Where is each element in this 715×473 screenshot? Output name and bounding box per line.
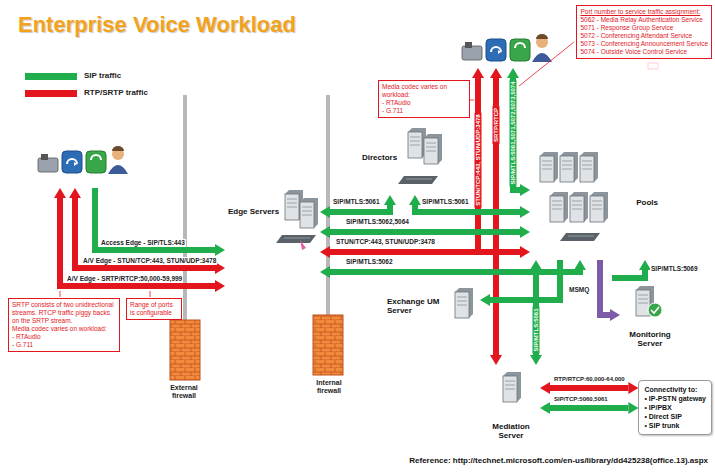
node-text: 5074 - Outside Voice Control Service — [580, 48, 708, 56]
connector-label: SIP/TCP:5060,5061 — [553, 395, 609, 403]
connector-label: SIP/MTLS:5061 — [533, 306, 540, 353]
server-node: Monitoring Server — [620, 283, 680, 348]
node-text: • IP-PSTN gateway — [644, 394, 706, 403]
connector-label: RTP/RTCP:60,000-64,000 — [553, 375, 626, 383]
node-text: - RTAudio — [12, 333, 116, 341]
server-node: Exchange UM Server — [385, 283, 480, 328]
text-label: Access Edge - SIP/TLS:443 — [100, 239, 186, 247]
node-text: 5073 - Conferencing Announcement Service — [580, 40, 708, 48]
node-text: • Direct SIP — [644, 412, 706, 421]
connector-label: MSMQ — [568, 286, 590, 294]
callout-box: Media codec varies on workload:- RTAudio… — [378, 80, 470, 118]
server-group: Directors — [360, 120, 445, 195]
text-label: A/V Edge - STUN/TCP:443, STUN/UDP:3478 — [82, 257, 217, 265]
node-text: Media codec varies on workload: — [12, 325, 116, 333]
connector-label: SIP/MTLS:5062,5064 — [345, 218, 410, 226]
connector — [490, 260, 560, 300]
node-text: Range of ports is configurable — [130, 301, 178, 317]
text-label: SIP/MTLS:5069 — [650, 265, 699, 273]
node-text: SRTP consists of two unidirectional stre… — [12, 301, 116, 325]
node-text: - RTAudio — [382, 99, 466, 107]
connector-label: SIP/MTLS:5061 — [421, 198, 470, 206]
node-text: • SIP trunk — [644, 421, 706, 430]
node-text: Port number to service traffic assignmen… — [580, 8, 708, 16]
line-label: SIP/MTLS:5061,5071,5072,5073,5074 — [510, 79, 517, 186]
node-text: Directors — [362, 153, 397, 162]
connector — [415, 205, 520, 212]
node-text: - G.711 — [12, 341, 116, 349]
node-text: 5072 - Conferencing Attendant Service — [580, 32, 708, 40]
node-text: Mediation Server — [482, 422, 540, 440]
diagram-title: Enterprise Voice Workload — [18, 12, 296, 38]
connector-label: SIP/MTLS:5062 — [345, 258, 394, 266]
legend-swatch — [25, 90, 77, 97]
text-label: External firewall — [158, 384, 210, 400]
node-text: 5062 - Media Relay Authentication Servic… — [580, 16, 708, 24]
connector — [533, 270, 539, 355]
node-text: Media codec varies on workload: — [382, 83, 466, 99]
connector — [600, 260, 610, 315]
callout-box: Range of ports is configurable — [126, 298, 182, 320]
connector-label: SIP/MTLS:5061 — [332, 198, 381, 206]
node-text: • IP/PBX — [644, 403, 706, 412]
connector — [330, 229, 520, 235]
legend-text: SIP traffic — [84, 71, 121, 80]
node-text: Pools — [636, 198, 658, 207]
line-label: STUN/TCP:443, STUN/UDP:3478 — [475, 112, 482, 207]
connector — [330, 205, 390, 212]
connector — [330, 270, 580, 272]
server-node: Mediation Server — [482, 365, 540, 440]
node-text: Exchange UM Server — [387, 297, 445, 315]
callout-box: Port number to service traffic assignmen… — [576, 5, 712, 59]
node-text: - G.711 — [382, 107, 466, 115]
text-label: Reference: http://technet.microsoft.com/… — [408, 456, 709, 466]
connector — [330, 249, 520, 255]
line-label: SRTP/RTCP — [493, 106, 500, 144]
node-text: 5071 - Response Group Service — [580, 24, 708, 32]
connector — [550, 405, 628, 411]
connector — [550, 385, 628, 391]
legend-swatch — [25, 73, 77, 80]
node-text: Connectivity to: — [644, 385, 706, 394]
callout-box: SRTP consists of two unidirectional stre… — [8, 298, 120, 352]
text-label: A/V Edge - SRTP/RTCP:50,000-59,999 — [66, 275, 183, 283]
server-group: Edge Servers — [225, 185, 320, 290]
legend-text: RTP/SRTP traffic — [84, 88, 148, 97]
connectivity-box: Connectivity to:• IP-PSTN gateway• IP/PB… — [638, 380, 712, 435]
server-group: Pools — [530, 145, 660, 260]
text-label: Internal firewall — [303, 379, 355, 395]
node-text: Edge Servers — [228, 207, 279, 216]
node-text: Monitoring Server — [620, 330, 680, 348]
connector-label: STUN/TCP:443, STUN/UDP:3478 — [335, 238, 436, 246]
